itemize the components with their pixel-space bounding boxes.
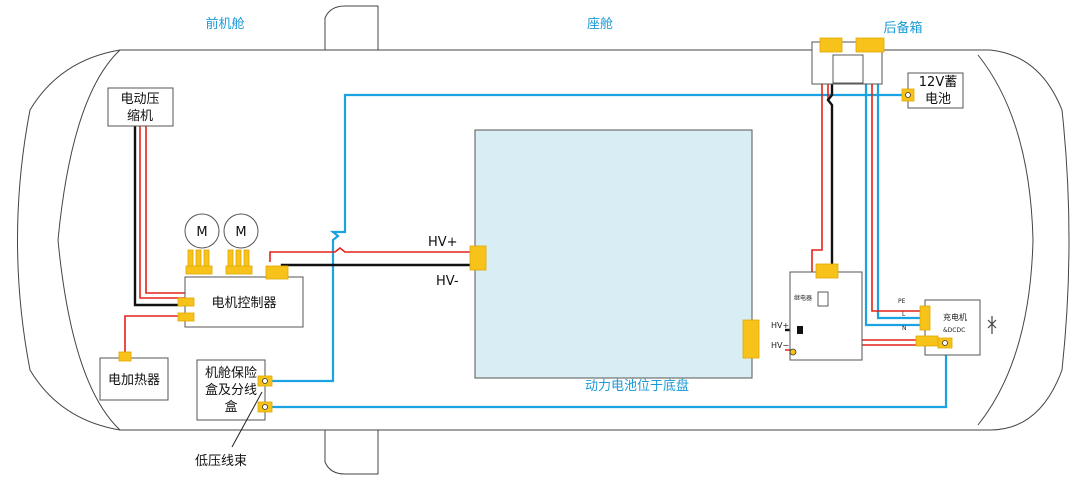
controller-connector-2 [177, 312, 195, 322]
trunk-connector-1 [819, 37, 843, 53]
battery-rear-connector [742, 319, 760, 359]
zone-cabin-label: 座舱 [587, 17, 613, 32]
car-outline [17, 5, 1070, 475]
relay-terminal-plus [797, 326, 803, 334]
relay-symbol [817, 291, 829, 307]
relay-box [789, 271, 863, 361]
relay-hv-plus-label: HV+ [771, 321, 789, 330]
charger-label-line2: &DCDC [943, 327, 965, 334]
motor-2: M [223, 213, 259, 275]
low-voltage-wiring [270, 45, 948, 409]
motor-1-symbol: M [196, 225, 207, 240]
relay-box-top-connector [815, 263, 839, 279]
heater-box [99, 357, 169, 401]
relay-box-label: 继电器 [794, 294, 812, 302]
battery-12v-box [907, 72, 964, 109]
fuse-box-label-line2: 盒及分线 [205, 382, 257, 398]
fuse-box [196, 359, 266, 421]
controller-connector-1 [177, 297, 195, 307]
trunk-connector-2 [855, 37, 885, 53]
battery-hv-minus-label: HV- [436, 274, 459, 289]
battery-hv-plus-label: HV+ [428, 235, 458, 250]
relay-hv-minus-label: HV− [771, 341, 789, 350]
charger-pin-n: N [902, 325, 907, 332]
fuse-box-label-line1: 机舱保险 [205, 366, 257, 381]
trunk-junction-symbol [832, 54, 864, 84]
motor-controller-label: 电机控制器 [211, 296, 276, 311]
low-voltage-harness-label: 低压线束 [195, 454, 247, 469]
controller-hv-connector [265, 265, 289, 280]
battery-hv-connector [469, 245, 487, 271]
compressor-box [107, 87, 174, 127]
battery-12v-label-line1: 12V蓄 [919, 75, 957, 90]
motor-1: M [184, 213, 220, 275]
battery-pack-label: 动力电池位于底盘 [585, 378, 689, 394]
relay-terminal-minus [789, 348, 797, 356]
charger-pin-pe: PE [898, 298, 906, 305]
zone-front-label: 前机舱 [205, 16, 244, 32]
compressor-label-line2: 缩机 [127, 108, 153, 124]
charger-label-line1: 充电机 [943, 312, 967, 322]
battery-12v-label-line2: 电池 [925, 92, 951, 107]
fuse-box-label-line3: 盒 [224, 399, 237, 415]
motor-2-symbol: M [235, 225, 246, 240]
ground-icon [987, 316, 997, 334]
charger-pin-l: L [902, 311, 906, 318]
heater-connector [118, 351, 132, 362]
compressor-label-line1: 电动压 [120, 92, 159, 107]
zone-trunk-label: 后备箱 [883, 20, 922, 36]
harness-pointer [231, 391, 263, 448]
battery-pack [474, 129, 753, 379]
heater-label: 电加热器 [108, 373, 160, 388]
charger-hv-connector [915, 335, 939, 347]
charger-ac-connector [919, 305, 931, 331]
